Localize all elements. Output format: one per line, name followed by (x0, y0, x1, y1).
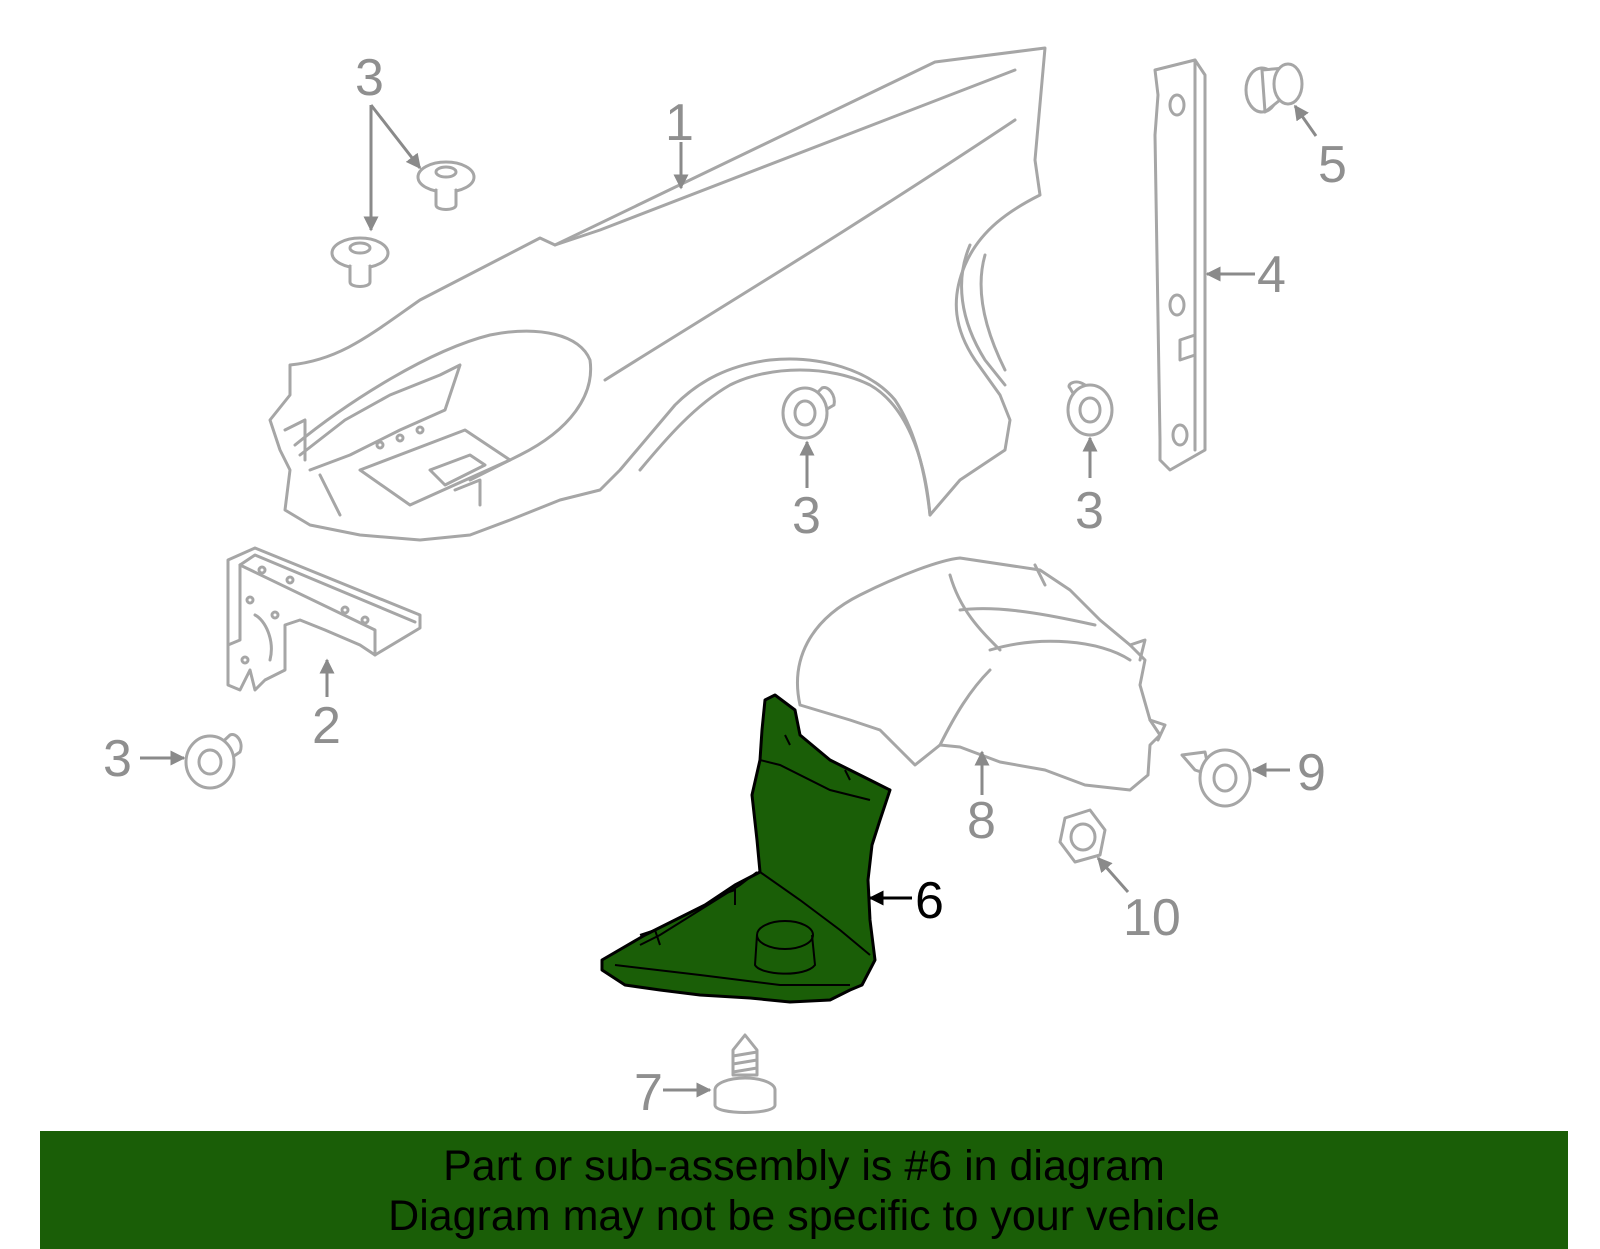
bolt-part-7 (713, 1033, 777, 1114)
callout-2: 2 (312, 697, 341, 755)
fender-part-1 (268, 46, 1047, 542)
callout-3-bottom: 3 (103, 730, 132, 788)
callout-1: 1 (665, 94, 694, 152)
wheel-liner-part-8 (796, 556, 1167, 792)
splash-shield-part-6-highlighted[interactable] (600, 693, 892, 1004)
callout-8: 8 (967, 792, 996, 850)
bracket-part-2 (226, 546, 422, 692)
bracket-part-4 (1153, 58, 1207, 472)
callout-6: 6 (915, 872, 944, 930)
callout-3-top: 3 (355, 49, 384, 107)
banner-line-2: Diagram may not be specific to your vehi… (388, 1192, 1220, 1240)
grommet-part-3-bottom (184, 732, 243, 790)
clip-part-5 (1244, 62, 1304, 114)
callout-5: 5 (1318, 136, 1347, 194)
grommet-part-3-mid (781, 385, 836, 440)
screw-clip-part-9 (1180, 748, 1252, 808)
callout-10: 10 (1123, 889, 1181, 947)
callout-9: 9 (1297, 744, 1326, 802)
grommet-part-3-top-left (330, 236, 390, 288)
grommet-part-3-right (1066, 380, 1114, 437)
callout-3-right: 3 (1075, 482, 1104, 540)
callout-4: 4 (1257, 246, 1286, 304)
info-banner: Part or sub-assembly is #6 in diagram Di… (40, 1131, 1568, 1249)
grommet-part-3-top-right (416, 160, 476, 211)
callout-7: 7 (634, 1064, 663, 1122)
nut-part-10 (1058, 808, 1107, 864)
leader-lines (140, 104, 1318, 1098)
callout-3-mid: 3 (792, 487, 821, 545)
banner-line-1: Part or sub-assembly is #6 in diagram (443, 1142, 1165, 1190)
